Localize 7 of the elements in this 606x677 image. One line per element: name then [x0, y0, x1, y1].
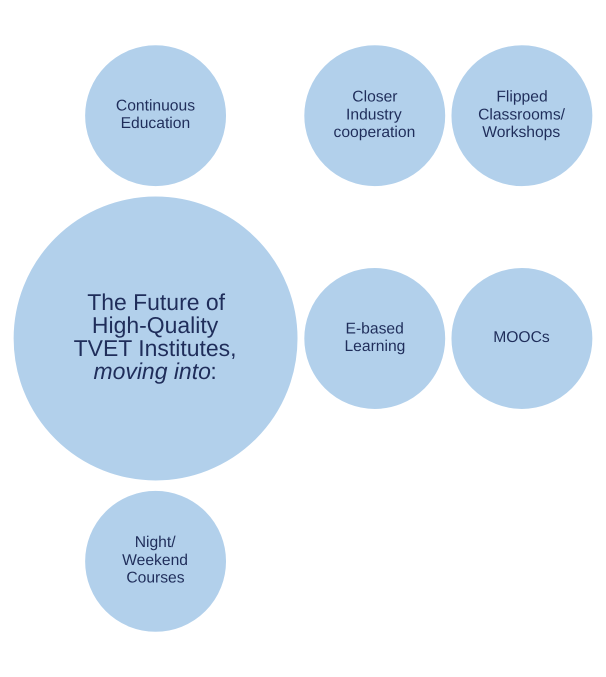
node-circle: Closer Industry cooperation: [302, 43, 448, 188]
node-circle: Flipped Classrooms/ Workshops: [449, 43, 594, 188]
node-circle: The Future of High-Quality TVET Institutes, moving into:: [12, 194, 300, 483]
node-circle: E-based Learning: [302, 266, 448, 412]
node-circle: Continuous Education: [83, 43, 228, 188]
node-circle: Night/ Weekend Courses: [83, 488, 228, 634]
node-circle: MOOCs: [449, 266, 594, 412]
